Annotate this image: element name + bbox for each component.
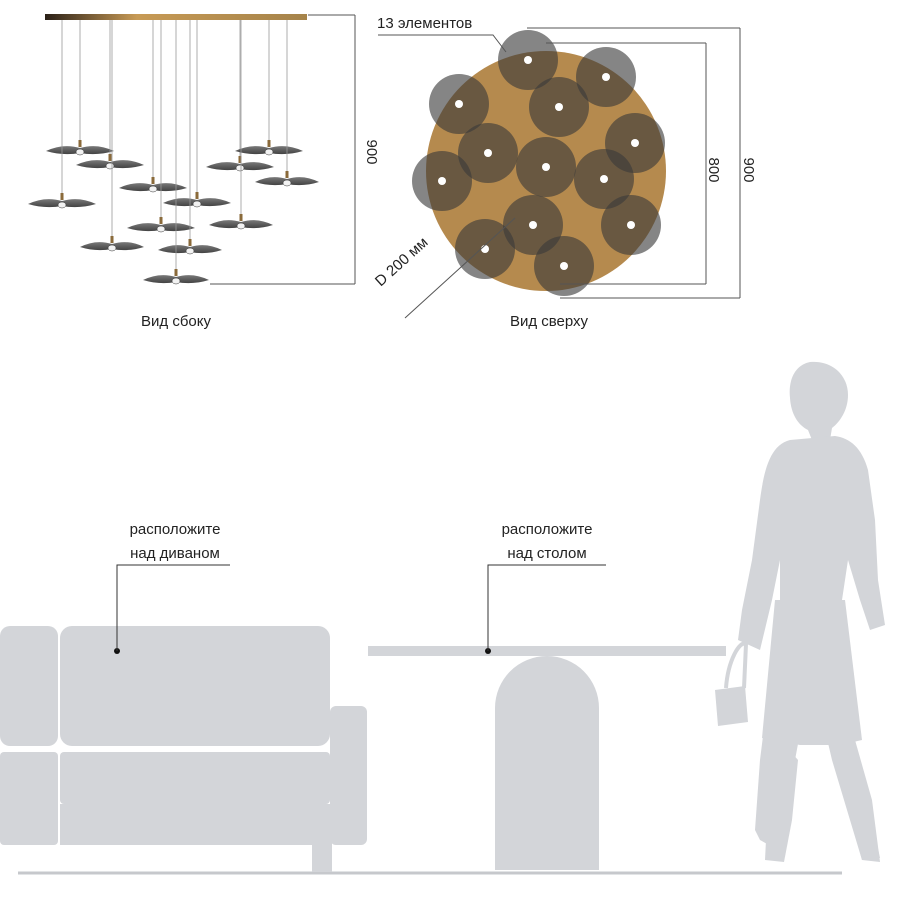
table-text-line1: расположите [501,521,593,538]
top-shade [576,47,636,107]
table-leader-line [487,564,606,651]
side-pendant [163,20,231,208]
top-view-shades [412,30,665,296]
side-pendant [158,20,222,255]
element-count-label: 13 элементов [377,15,473,32]
side-pendant [143,20,209,285]
side-view-caption: Вид сбоку [141,313,211,330]
top-shade [574,149,634,209]
top-view-caption: Вид сверху [509,313,589,330]
side-pendant [206,20,274,172]
table-silhouette [368,646,726,870]
top-dimensions [378,27,741,319]
inner-dimension-label: 800 [705,157,722,183]
side-pendant [80,20,144,252]
side-view-pendants [28,20,319,285]
sofa-text-line2: над диваном [130,545,220,562]
side-pendant [209,20,273,230]
top-shade [458,123,518,183]
top-shade [455,219,515,279]
side-pendant [46,20,114,156]
top-shade [516,137,576,197]
side-pendant [255,20,319,187]
side-height-label: 900 [363,139,380,165]
top-shade [529,77,589,137]
sofa-leader-line [116,564,230,651]
outer-dimension-label: 900 [740,157,757,183]
top-shade [534,236,594,296]
top-shade [503,195,563,255]
ceiling-rail [45,14,307,20]
placement-scene [0,361,885,875]
side-pendant [235,20,303,156]
side-pendant [28,20,96,209]
top-shade [412,151,472,211]
sofa-silhouette [0,626,367,872]
top-shade [498,30,558,90]
side-pendant [119,20,187,193]
sofa-text-line1: расположите [129,521,221,538]
woman-silhouette [715,361,885,862]
table-text-line2: над столом [507,545,587,562]
side-view-drawing [28,14,356,285]
top-view-drawing [378,27,741,319]
side-height-dimension [210,14,356,285]
side-pendant [127,20,195,233]
top-shade [601,195,661,255]
top-shade [429,74,489,134]
